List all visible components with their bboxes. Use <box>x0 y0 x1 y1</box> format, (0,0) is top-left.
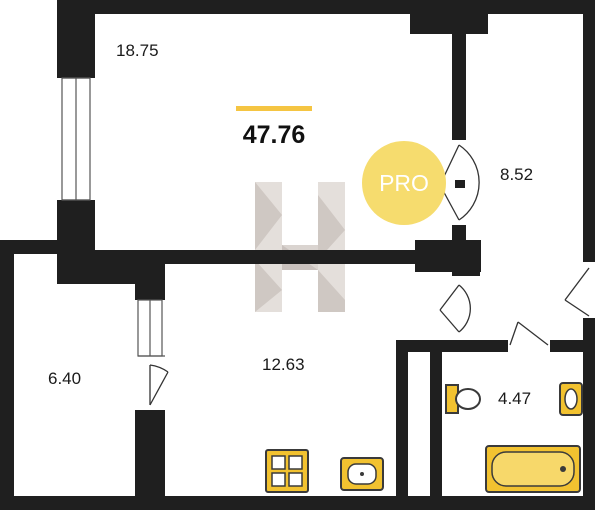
room-area-bathroom: 4.47 <box>498 389 531 408</box>
wall-left-upper-a <box>57 0 95 78</box>
door-bathroom <box>508 321 550 352</box>
toilet-icon <box>445 384 481 414</box>
bathroom-sink-icon <box>559 382 583 416</box>
room-area-hall: 6.40 <box>48 369 81 388</box>
door-hall-kitchen <box>137 358 169 410</box>
wall-right-lower <box>583 318 595 510</box>
wall-corner-block <box>410 0 488 34</box>
total-area-underline <box>236 106 312 111</box>
wall-top-left <box>57 0 457 14</box>
wall-bath-top-b <box>550 340 595 352</box>
wall-top-right <box>457 0 595 14</box>
wall-right-upper <box>583 0 595 262</box>
door-entrance <box>564 262 595 318</box>
wall-living-bedroom-a <box>452 28 466 140</box>
wall-left-lower <box>0 240 14 510</box>
wall-bottom <box>0 496 595 510</box>
wall-bath-left-inner <box>430 350 442 510</box>
wall-bath-left-outer <box>396 340 408 510</box>
window-hall-kitchen <box>137 299 165 357</box>
wall-hall-kitchen-a <box>135 250 165 300</box>
wall-bath-top-a <box>396 340 508 352</box>
stove-icon <box>265 449 309 493</box>
total-area: 47.76 <box>243 121 306 149</box>
room-area-bedroom: 8.52 <box>500 165 533 184</box>
bathtub-icon <box>485 445 581 493</box>
room-area-kitchen: 12.63 <box>262 355 305 374</box>
pro-badge-label: PRO <box>379 170 429 196</box>
pro-badge: PRO <box>362 141 446 225</box>
watermark-logo <box>255 182 345 312</box>
wall-hall-kitchen-b <box>135 410 165 510</box>
door-bedroom-kitchen <box>439 276 472 336</box>
kitchen-sink-icon <box>340 457 384 491</box>
window-living-left <box>61 77 91 201</box>
room-area-living: 18.75 <box>116 41 159 60</box>
